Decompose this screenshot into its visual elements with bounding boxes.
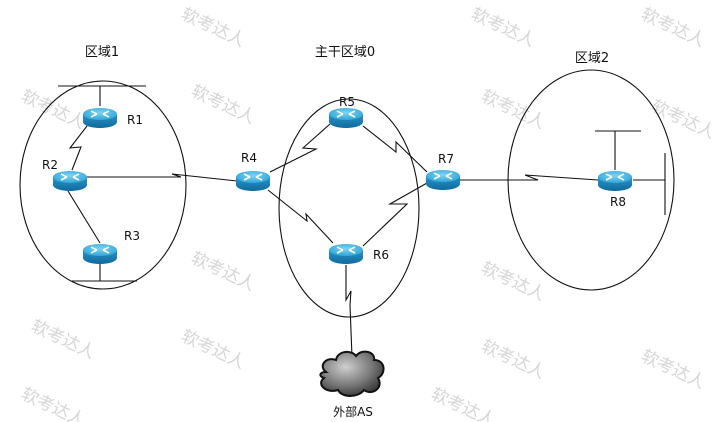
r1-lan-bus bbox=[58, 85, 146, 106]
router-r7-label: R7 bbox=[438, 152, 454, 166]
router-r4-icon[interactable] bbox=[235, 170, 271, 192]
router-r8-icon[interactable] bbox=[597, 170, 633, 192]
router-r6-label: R6 bbox=[373, 248, 389, 262]
router-r8-label: R8 bbox=[610, 195, 626, 209]
backbone-area-boundary bbox=[278, 98, 420, 318]
link-r2-r4 bbox=[86, 173, 238, 182]
external-as-cloud-icon[interactable] bbox=[319, 350, 385, 397]
link-r4-r5 bbox=[269, 123, 331, 173]
watermark-text: 软考达人 bbox=[478, 86, 548, 133]
links bbox=[58, 85, 666, 358]
watermark-text: 软考达人 bbox=[188, 248, 258, 295]
link-r6-r7 bbox=[362, 182, 428, 247]
watermark-text: 软考达人 bbox=[428, 384, 498, 422]
watermark-text: 软考达人 bbox=[638, 346, 708, 393]
router-r4-label: R4 bbox=[241, 151, 257, 165]
router-r7-icon[interactable] bbox=[425, 169, 461, 191]
link-r6-external bbox=[345, 265, 353, 358]
area2-label: 区域2 bbox=[575, 51, 609, 66]
router-r2-label: R2 bbox=[42, 158, 58, 172]
watermark-text: 软考达人 bbox=[28, 316, 98, 363]
watermark-text: 软考达人 bbox=[478, 258, 548, 305]
r8-lan-top bbox=[595, 130, 641, 170]
area1-boundary bbox=[19, 80, 187, 290]
watermark-text: 软考达人 bbox=[478, 336, 548, 383]
watermark-text: 软考达人 bbox=[468, 4, 538, 51]
r8-lan-right bbox=[633, 153, 666, 215]
router-r5-icon[interactable] bbox=[328, 107, 364, 129]
backbone-area-label: 主干区域0 bbox=[315, 45, 375, 60]
router-r1-label: R1 bbox=[127, 113, 143, 127]
external-as-label: 外部AS bbox=[333, 404, 373, 419]
link-r1-r2 bbox=[68, 125, 88, 171]
router-r3-icon[interactable] bbox=[82, 243, 118, 265]
router-r5-label: R5 bbox=[339, 95, 355, 109]
router-r3-label: R3 bbox=[124, 229, 140, 243]
watermark-text: 软考达人 bbox=[648, 96, 718, 143]
router-r2-icon[interactable] bbox=[52, 170, 88, 192]
area1-label: 区域1 bbox=[85, 45, 119, 60]
watermark-text: 软考达人 bbox=[18, 384, 88, 422]
router-r1-icon[interactable] bbox=[82, 107, 118, 129]
watermark-text: 软考达人 bbox=[178, 326, 248, 373]
watermark-text: 软考达人 bbox=[188, 81, 258, 128]
r3-lan-bus bbox=[72, 262, 137, 282]
router-r6-icon[interactable] bbox=[328, 243, 364, 265]
link-r5-r7 bbox=[362, 125, 428, 173]
link-r2-r3 bbox=[67, 190, 101, 244]
watermark-text: 软考达人 bbox=[18, 86, 88, 133]
watermark-text: 软考达人 bbox=[638, 4, 708, 51]
link-r7-r8 bbox=[460, 174, 599, 181]
watermark-text: 软考达人 bbox=[178, 4, 248, 51]
link-r4-r6 bbox=[267, 189, 334, 244]
